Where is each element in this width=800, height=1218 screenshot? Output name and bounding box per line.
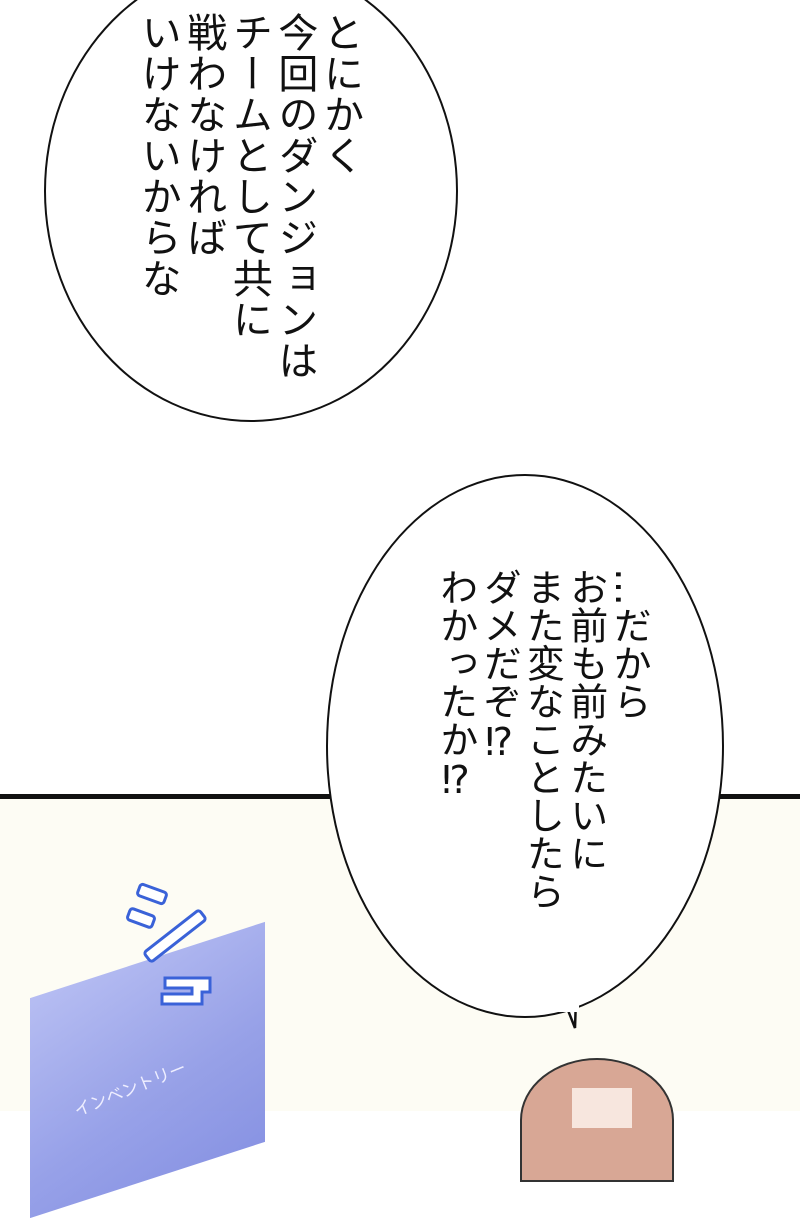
line: 戦わなければ (180, 12, 227, 258)
line: ダメだぞ⁉ (477, 568, 522, 764)
speech-bubble-2 (326, 474, 724, 1018)
line: お前も前みたいに (563, 568, 608, 872)
line: …だから (607, 568, 651, 720)
sfx-shu (126, 882, 212, 1006)
character-hair-highlight (572, 1088, 632, 1128)
line: わかったか⁉ (433, 568, 478, 802)
speech-bubble-1 (44, 0, 458, 422)
line: いけないからな (134, 12, 181, 299)
speech-text-2: …だから お前も前みたいに また変なことしたら ダメだぞ⁉ わかったか⁉ (433, 568, 651, 910)
line: 今回のダンジョンは (271, 12, 318, 381)
line: とにかく (317, 12, 363, 176)
line: チームとして共に (225, 12, 272, 340)
line: また変なことしたら (520, 568, 565, 910)
tail-mask (553, 1000, 579, 1012)
speech-text-1: とにかく 今回のダンジョンは チームとして共に 戦わなければ いけないからな (134, 12, 363, 381)
